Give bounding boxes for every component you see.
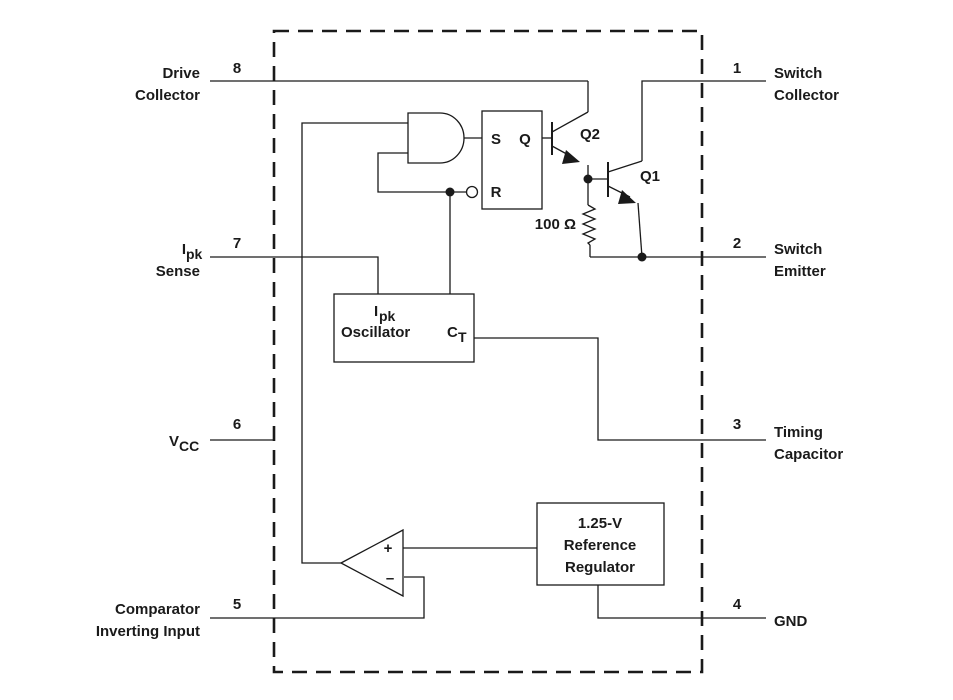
q2-label: Q2 — [580, 126, 600, 143]
pin-6-label-sub: CC — [179, 438, 199, 454]
resistor-100-ohm: 100 Ω — [535, 204, 597, 246]
regulator-label-line2: Reference — [564, 537, 637, 554]
comparator: + – — [339, 528, 404, 598]
wire-comparator-to-and — [301, 122, 408, 564]
reference-regulator-block: 1.25-V Reference Regulator — [536, 502, 665, 586]
pin-7-number: 7 — [233, 235, 241, 252]
pin-8-drive-collector: 8 Drive Collector — [135, 60, 589, 112]
pin-5-number: 5 — [233, 596, 241, 613]
pin-6-vcc: 6 V CC — [169, 416, 274, 454]
pin-4-label-line1: GND — [774, 613, 808, 630]
flipflop-q-label: Q — [519, 131, 531, 148]
junction-dot-reset — [445, 187, 455, 197]
pin-6-label-main: V — [169, 433, 179, 450]
pin-1-label-line1: Switch — [774, 65, 822, 82]
pin-3-label-line2: Capacitor — [774, 446, 843, 463]
flipflop-r-label: R — [491, 184, 502, 201]
pin-1-number: 1 — [733, 60, 741, 77]
oscillator-label-sub: pk — [379, 308, 396, 324]
pin-2-label-line1: Switch — [774, 241, 822, 258]
pin-8-label-line1: Drive — [162, 65, 200, 82]
wire-q1-emitter — [637, 202, 643, 258]
pin-7-label-line2: Sense — [156, 263, 200, 280]
pin-4-gnd: 4 GND — [597, 585, 808, 630]
junction-dot-switch-emitter — [637, 252, 647, 262]
wire-feedback-loop — [377, 152, 445, 193]
pin-3-label-line1: Timing — [774, 424, 823, 441]
regulator-label-line3: Regulator — [565, 559, 635, 576]
pin-2-number: 2 — [733, 235, 741, 252]
pin-8-number: 8 — [233, 60, 241, 77]
oscillator-label-line2: Oscillator — [341, 324, 410, 341]
transistor-q1: Q1 — [607, 160, 660, 204]
and-gate — [407, 112, 465, 164]
pin-5-label-line2: Inverting Input — [96, 623, 200, 640]
package-outline — [272, 29, 704, 674]
oscillator-ct-main: C — [447, 324, 458, 341]
pin-2-label-line2: Emitter — [774, 263, 826, 280]
pin-5-comparator-inverting-input: 5 Comparator Inverting Input — [96, 576, 425, 640]
ipk-oscillator-block: I pk Oscillator C T — [333, 293, 475, 363]
transistor-q2: Q2 — [551, 111, 600, 164]
pin-3-timing-capacitor: 3 Timing Capacitor — [474, 337, 843, 463]
pin-1-switch-collector: 1 Switch Collector — [641, 60, 839, 161]
pin-5-label-line1: Comparator — [115, 601, 200, 618]
oscillator-ct-sub: T — [458, 329, 467, 345]
comparator-minus: – — [386, 570, 394, 587]
pin-4-number: 4 — [733, 596, 742, 613]
resistor-label: 100 Ω — [535, 216, 576, 233]
pin-8-label-line2: Collector — [135, 87, 200, 104]
q1-label: Q1 — [640, 168, 660, 185]
pin-6-number: 6 — [233, 416, 241, 433]
pin-7-label-sub: pk — [186, 246, 203, 262]
pin-7-label-main: I — [182, 241, 186, 258]
regulator-label-line1: 1.25-V — [578, 515, 622, 532]
pin-7-ipk-sense: 7 I pk Sense — [156, 235, 379, 294]
pin-3-number: 3 — [733, 416, 741, 433]
reset-inversion-bubble — [465, 185, 479, 199]
flipflop-s-label: S — [491, 131, 501, 148]
pin-2-switch-emitter: 2 Switch Emitter — [590, 235, 826, 280]
pin-1-label-line2: Collector — [774, 87, 839, 104]
sr-flip-flop: S Q R — [481, 110, 543, 210]
comparator-plus: + — [384, 540, 393, 557]
oscillator-label-main: I — [374, 303, 378, 320]
junction-dot-q2-emitter — [583, 174, 593, 184]
